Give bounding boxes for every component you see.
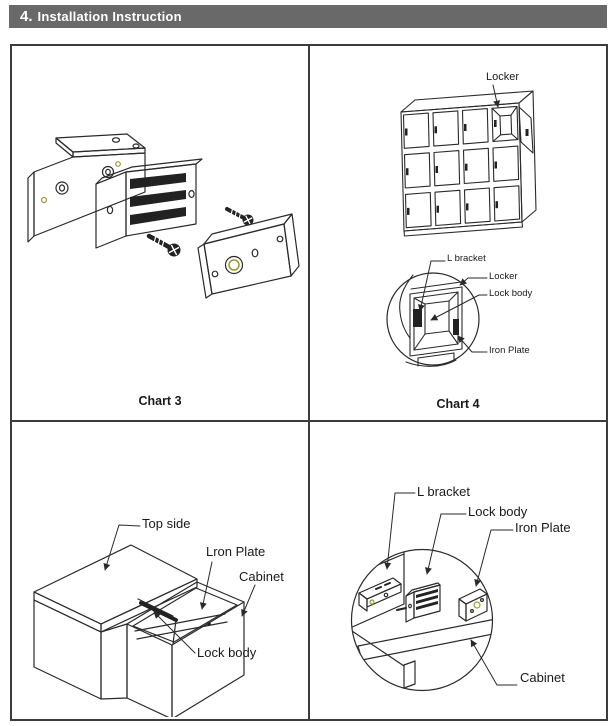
iron-plate-mini [458,588,488,622]
cabinet-drawing [33,544,245,717]
label-cabinet: Cabinet [520,670,565,685]
label-iron-plate: Iron Plate [515,520,571,535]
label-locker: Locker [486,71,520,83]
section-title: Installation Instruction [37,9,182,24]
iron-plate-drawing [197,213,300,299]
detail-circle [350,548,494,692]
leader-lines [103,524,256,654]
label-locker-detail: Locker [489,271,518,282]
section-header-bar: 4. Installation Instruction [9,5,607,28]
locker-diagram [386,84,537,367]
cabinet-detail-diagram [350,492,518,692]
locker-detail-circle [386,272,480,367]
label-lock-body: Lock body [468,504,528,519]
chart4-caption: Chart 4 [436,397,480,411]
detail-circle-contents [352,550,492,689]
lock-body-mini [396,582,441,623]
label-cabinet: Cabinet [239,569,284,584]
exploded-lock-diagram [27,133,300,299]
label-iron-plate: Lron Plate [206,544,266,559]
figure-grid: Chart 3 [10,44,608,721]
label-lock-body: Lock body [197,645,257,660]
leader-lines [384,492,518,686]
lock-body-drawing [95,158,203,249]
panel-chart3: Chart 3 [12,46,310,422]
chart3-caption: Chart 3 [138,394,182,408]
screw-icon [146,233,181,257]
label-iron-plate: Iron Plate [489,345,530,356]
panel-cabinet-top: Top side Lron Plate Cabinet Lock body [12,422,310,719]
l-bracket-drawing [27,133,146,243]
panel-cabinet-detail: L bracket Lock body Iron Plate Cabinet [310,422,606,719]
locker-cabinet-drawing [400,90,537,237]
section-number: 4. [20,8,33,25]
label-l-bracket: L bracket [417,484,470,499]
leader-lines [417,84,501,353]
screw-icon [225,207,254,226]
label-l-bracket: L bracket [447,253,486,264]
cabinet-diagram [33,524,256,717]
label-lock-body: Lock body [489,288,533,299]
label-top-side: Top side [142,516,191,531]
panel-chart4: Locker L bracket Locker Lock body Iron P… [310,46,606,422]
l-bracket-mini [358,577,402,612]
